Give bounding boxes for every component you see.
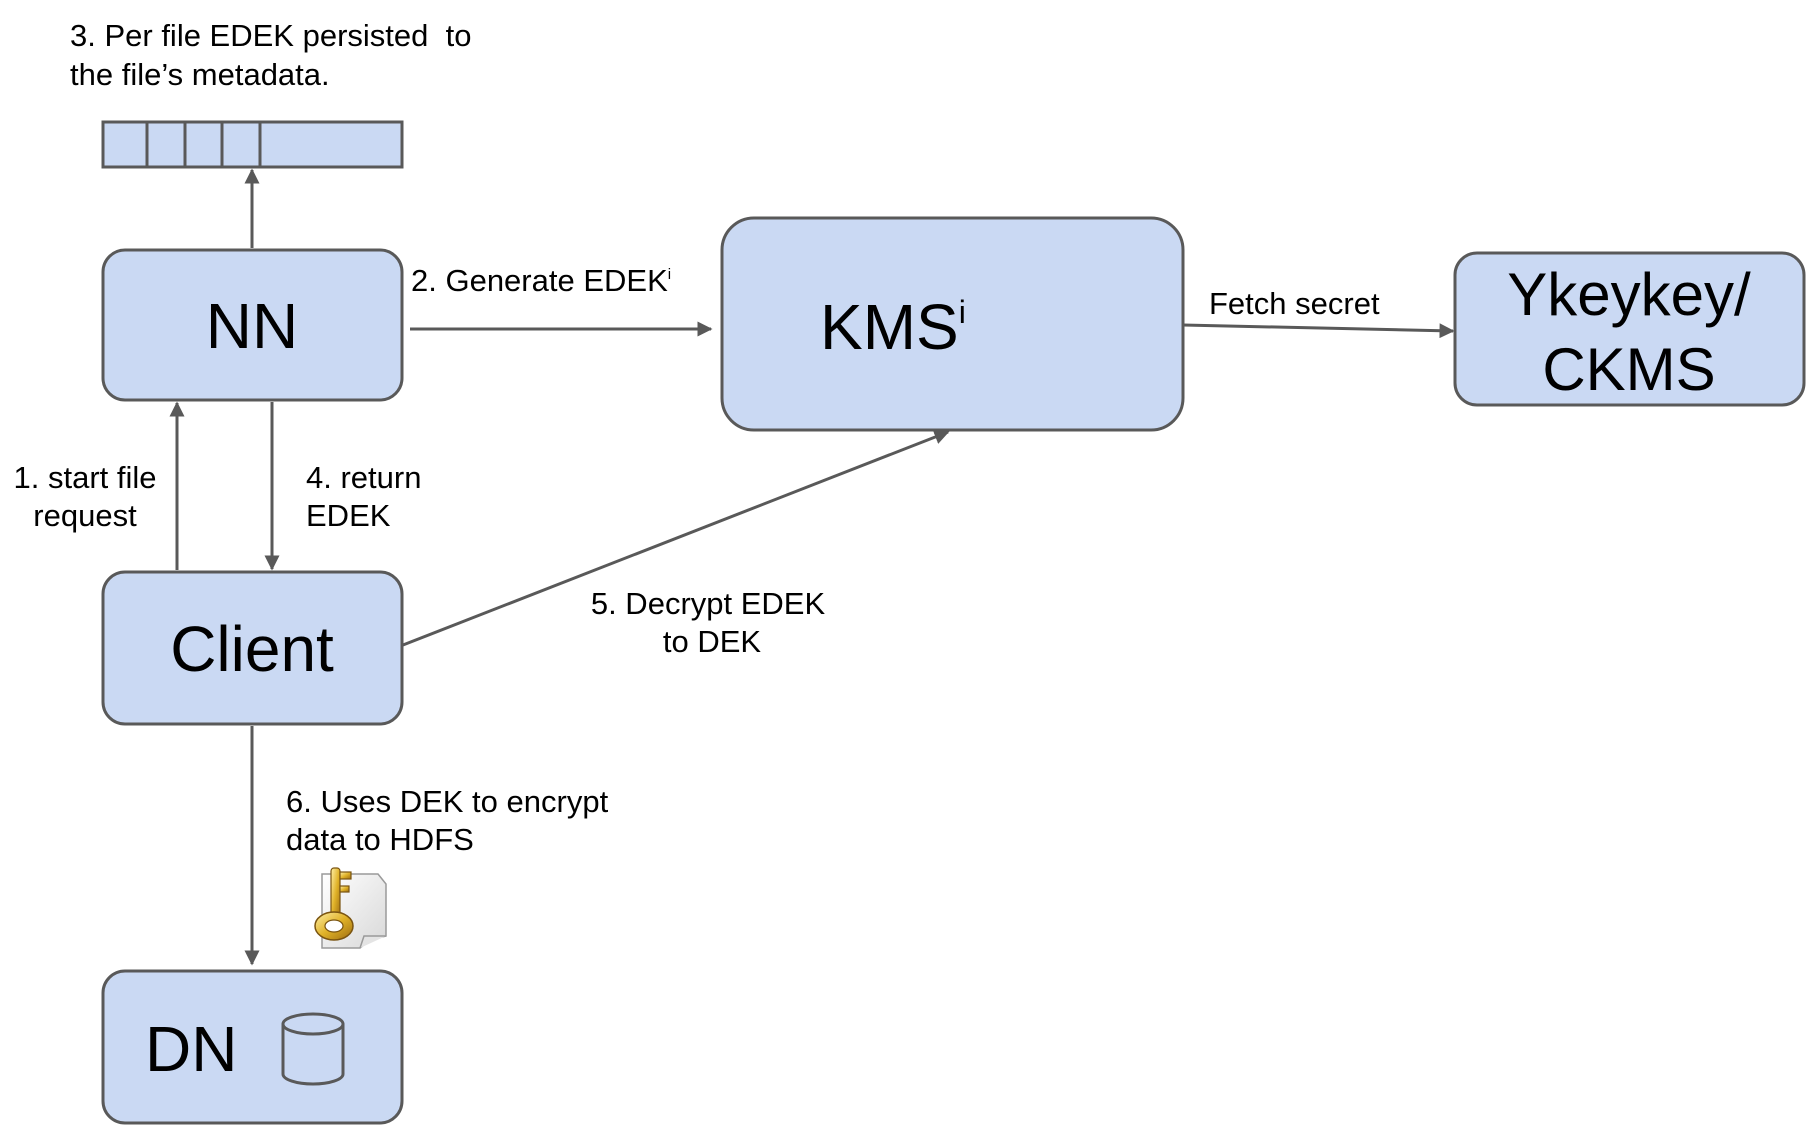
step6-label-line2: data to HDFS	[286, 822, 474, 857]
client-label: Client	[170, 613, 334, 685]
step4-label-line1: 4. return	[306, 460, 421, 495]
dn-node: DN	[101, 969, 404, 1125]
client-node: Client	[101, 570, 404, 726]
dn-label: DN	[145, 1013, 237, 1085]
ckms-label: CKMS	[1542, 336, 1715, 403]
step1-label-line1: 1. start file	[14, 460, 157, 495]
fetch-secret-label: Fetch secret	[1209, 286, 1380, 321]
step2-superscript: i	[668, 266, 671, 283]
ykeykey-ckms-node: Ykeykey/ CKMS	[1453, 251, 1806, 407]
arrow-client-to-kms	[402, 429, 950, 647]
file-metadata-strip	[101, 120, 404, 169]
kms-node: KMSi	[720, 216, 1185, 432]
step3-label-line1: 3. Per file EDEK persisted to	[70, 18, 471, 53]
nn-node: NN	[101, 248, 404, 402]
nn-label: NN	[206, 290, 298, 362]
key-document-icon	[314, 867, 387, 949]
database-cylinder-icon	[281, 1012, 345, 1086]
kms-superscript: i	[959, 294, 966, 330]
step1-label-line2: request	[33, 498, 137, 533]
step5-label-line2: to DEK	[663, 624, 762, 659]
ykeykey-label: Ykeykey/	[1507, 261, 1751, 328]
step4-label-line2: EDEK	[306, 498, 391, 533]
step2-label: 2. Generate EDEKi	[411, 263, 671, 298]
step5-label-line1: 5. Decrypt EDEK	[591, 586, 826, 621]
arrow-kms-to-ykeykey	[1182, 323, 1455, 339]
kms-label: KMSi	[820, 291, 966, 363]
step6-label-line1: 6. Uses DEK to encrypt	[286, 784, 609, 819]
step3-label-line2: the file’s metadata.	[70, 57, 330, 92]
